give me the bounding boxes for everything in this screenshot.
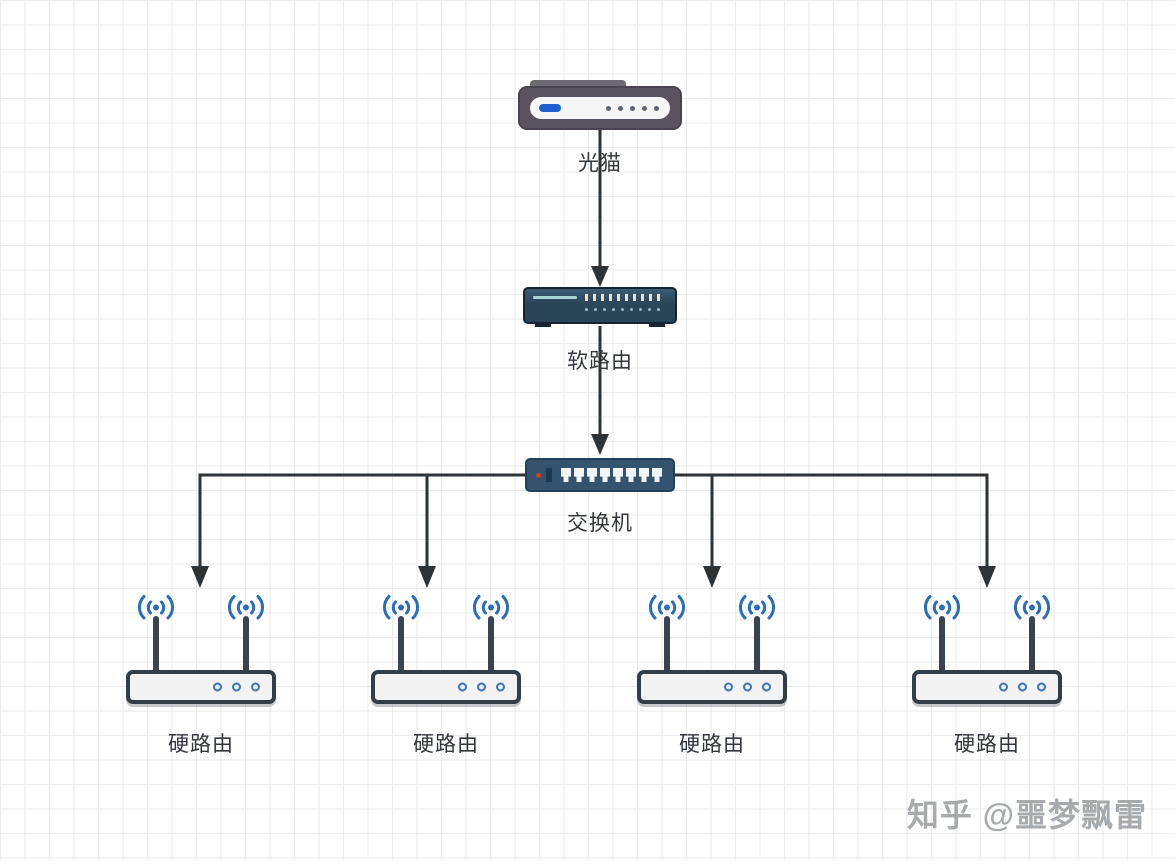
antenna <box>243 616 249 674</box>
softrouter-vent <box>533 296 577 299</box>
hard-router-label: 硬路由 <box>413 733 479 756</box>
hard-router-label: 硬路由 <box>679 733 745 756</box>
modem-indicator-lights-icon <box>606 105 659 111</box>
modem-body <box>518 86 682 130</box>
softrouter-port-dots <box>585 308 660 311</box>
router-indicator-lights-icon <box>458 682 505 692</box>
modem-front-panel <box>530 97 670 119</box>
router-indicator-lights-icon <box>724 682 771 692</box>
wifi-signal-icon <box>137 595 175 620</box>
switch-ethernet-ports-icon <box>561 468 662 482</box>
watermark: 知乎 @噩梦飘雷 <box>906 797 1147 833</box>
wifi-signal-icon <box>472 595 510 620</box>
wifi-signal-icon <box>738 595 776 620</box>
antenna <box>754 616 760 674</box>
antenna <box>939 616 945 674</box>
hard-router-3: 硬路由 <box>622 592 802 762</box>
antenna <box>1029 616 1035 674</box>
antenna <box>488 616 494 674</box>
router-body <box>371 670 521 704</box>
hard-router-label: 硬路由 <box>168 733 234 756</box>
router-body <box>126 670 276 704</box>
antenna <box>398 616 404 674</box>
router-body <box>637 670 787 704</box>
switch-status-led <box>536 473 541 478</box>
wifi-signal-icon <box>648 595 686 620</box>
wifi-signal-icon <box>1013 595 1051 620</box>
hard-router-2: 硬路由 <box>356 592 536 762</box>
softrouter-leds-icon <box>585 294 660 301</box>
router-indicator-lights-icon <box>213 682 260 692</box>
router-body <box>912 670 1062 704</box>
hard-router-label: 硬路由 <box>954 733 1020 756</box>
softrouter-foot <box>649 322 665 327</box>
wifi-signal-icon <box>923 595 961 620</box>
soft-router-device <box>523 287 677 327</box>
router-indicator-lights-icon <box>999 682 1046 692</box>
hard-router-4: 硬路由 <box>897 592 1077 762</box>
edge-switch-router4 <box>675 473 989 568</box>
antenna <box>664 616 670 674</box>
switch-device <box>525 458 675 492</box>
wifi-signal-icon <box>227 595 265 620</box>
hard-router-1: 硬路由 <box>111 592 291 762</box>
antenna <box>153 616 159 674</box>
optical-modem-device <box>518 80 682 130</box>
switch-uplink-port <box>546 468 552 482</box>
softrouter-foot <box>535 322 551 327</box>
edge-switch-router1 <box>198 473 525 568</box>
modem-label: 光猫 <box>578 152 622 175</box>
wifi-signal-icon <box>382 595 420 620</box>
soft-router-label: 软路由 <box>567 350 633 373</box>
switch-label: 交换机 <box>567 512 633 535</box>
modem-power-light <box>539 104 561 112</box>
